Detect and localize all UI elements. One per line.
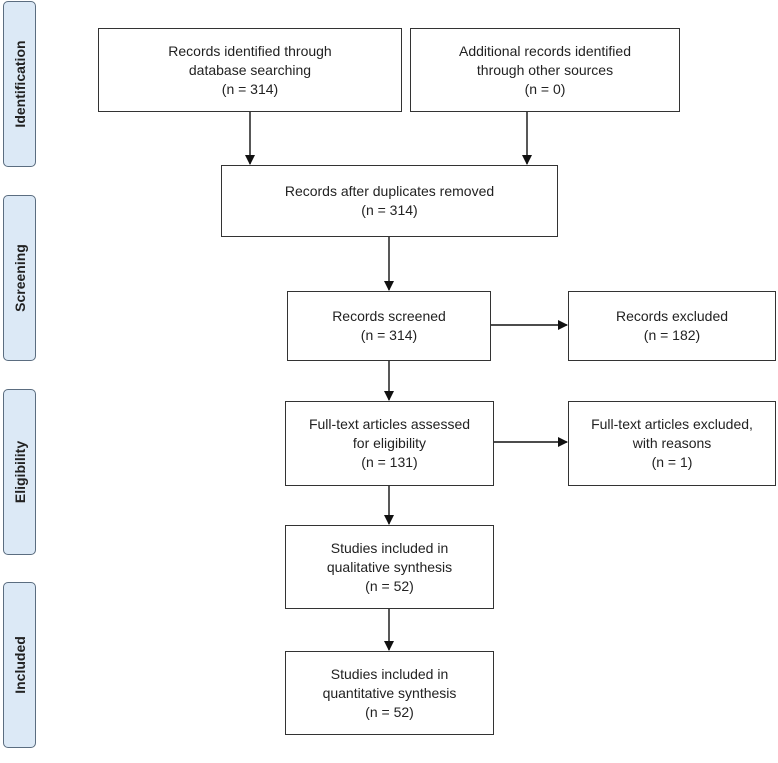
box-line: Studies included in — [330, 539, 449, 556]
box-count: (n = 131) — [361, 454, 418, 470]
additional-records-box: Additional records identified through ot… — [410, 28, 680, 112]
phase-identification-label: Identification — [11, 40, 28, 128]
records-after-duplicates-box: Records after duplicates removed (n = 31… — [221, 165, 558, 237]
records-screened-box: Records screened (n = 314) — [287, 291, 491, 361]
box-line: Records identified through — [168, 42, 332, 59]
phase-screening-tab: Screening — [3, 195, 36, 361]
box-line: Studies included in — [330, 665, 449, 682]
box-line: qualitative synthesis — [326, 558, 453, 575]
box-count: (n = 314) — [360, 327, 418, 343]
quantitative-synthesis-box: Studies included in quantitative synthes… — [285, 651, 494, 735]
phase-eligibility-tab: Eligibility — [3, 389, 36, 555]
box-line: Records excluded — [615, 308, 729, 324]
box-line: Records after duplicates removed — [284, 183, 495, 199]
box-line: for eligibility — [352, 435, 427, 451]
box-count: (n = 0) — [524, 80, 566, 97]
records-excluded-box: Records excluded (n = 182) — [568, 291, 776, 361]
box-count: (n = 52) — [365, 577, 414, 594]
qualitative-synthesis-box: Studies included in qualitative synthesi… — [285, 525, 494, 609]
box-count: (n = 52) — [365, 703, 414, 720]
box-count: (n = 314) — [361, 202, 418, 218]
phase-included-label: Included — [11, 636, 28, 694]
phase-screening-label: Screening — [11, 244, 28, 312]
box-line: Full-text articles assessed — [308, 416, 471, 432]
phase-identification-tab: Identification — [3, 1, 36, 167]
box-line: database searching — [188, 61, 312, 78]
box-line: Additional records identified — [459, 42, 631, 59]
fulltext-excluded-box: Full-text articles excluded, with reason… — [568, 401, 776, 486]
phase-eligibility-label: Eligibility — [11, 440, 28, 504]
fulltext-assessed-box: Full-text articles assessed for eligibil… — [285, 401, 494, 486]
box-line: Records screened — [332, 308, 446, 324]
box-line: with reasons — [632, 435, 712, 451]
box-line: through other sources — [476, 61, 614, 78]
box-line: Full-text articles excluded, — [591, 416, 753, 432]
box-count: (n = 314) — [221, 80, 279, 97]
box-line: quantitative synthesis — [322, 684, 457, 701]
records-identified-database-box: Records identified through database sear… — [98, 28, 402, 112]
phase-included-tab: Included — [3, 582, 36, 748]
box-count: (n = 182) — [643, 327, 701, 343]
box-count: (n = 1) — [651, 454, 693, 470]
